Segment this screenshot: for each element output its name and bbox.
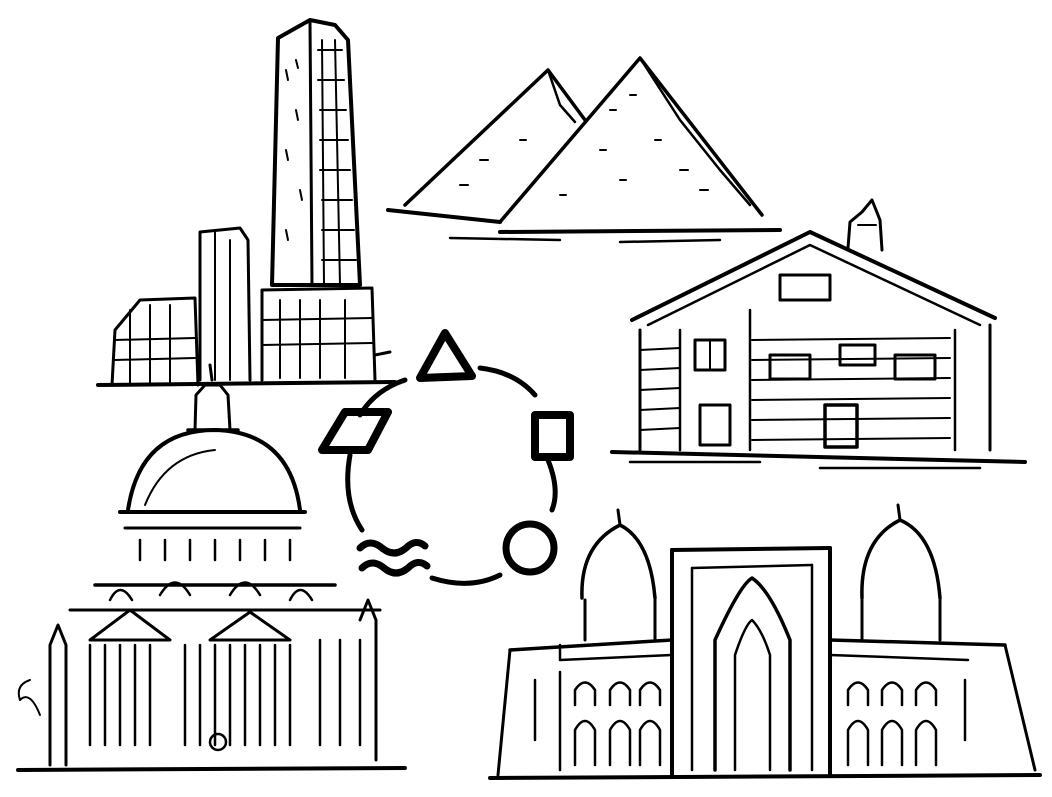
cycle-arc (345, 452, 365, 533)
square-icon (531, 411, 574, 461)
skyscraper-illustration (96, 18, 397, 387)
pyramids-illustration (386, 56, 782, 244)
triangle-icon (416, 329, 476, 382)
cycle-arc (545, 457, 558, 513)
rhombus-icon (318, 408, 392, 454)
cycle-arc (477, 365, 538, 398)
waves-icon (356, 539, 431, 577)
wooden-house-illustration (610, 198, 1027, 470)
cycle-diagram (318, 329, 574, 586)
mosque-illustration (488, 503, 1042, 780)
domed-church-illustration (16, 363, 407, 772)
cycle-arc (429, 572, 503, 586)
circle-icon (502, 520, 558, 576)
